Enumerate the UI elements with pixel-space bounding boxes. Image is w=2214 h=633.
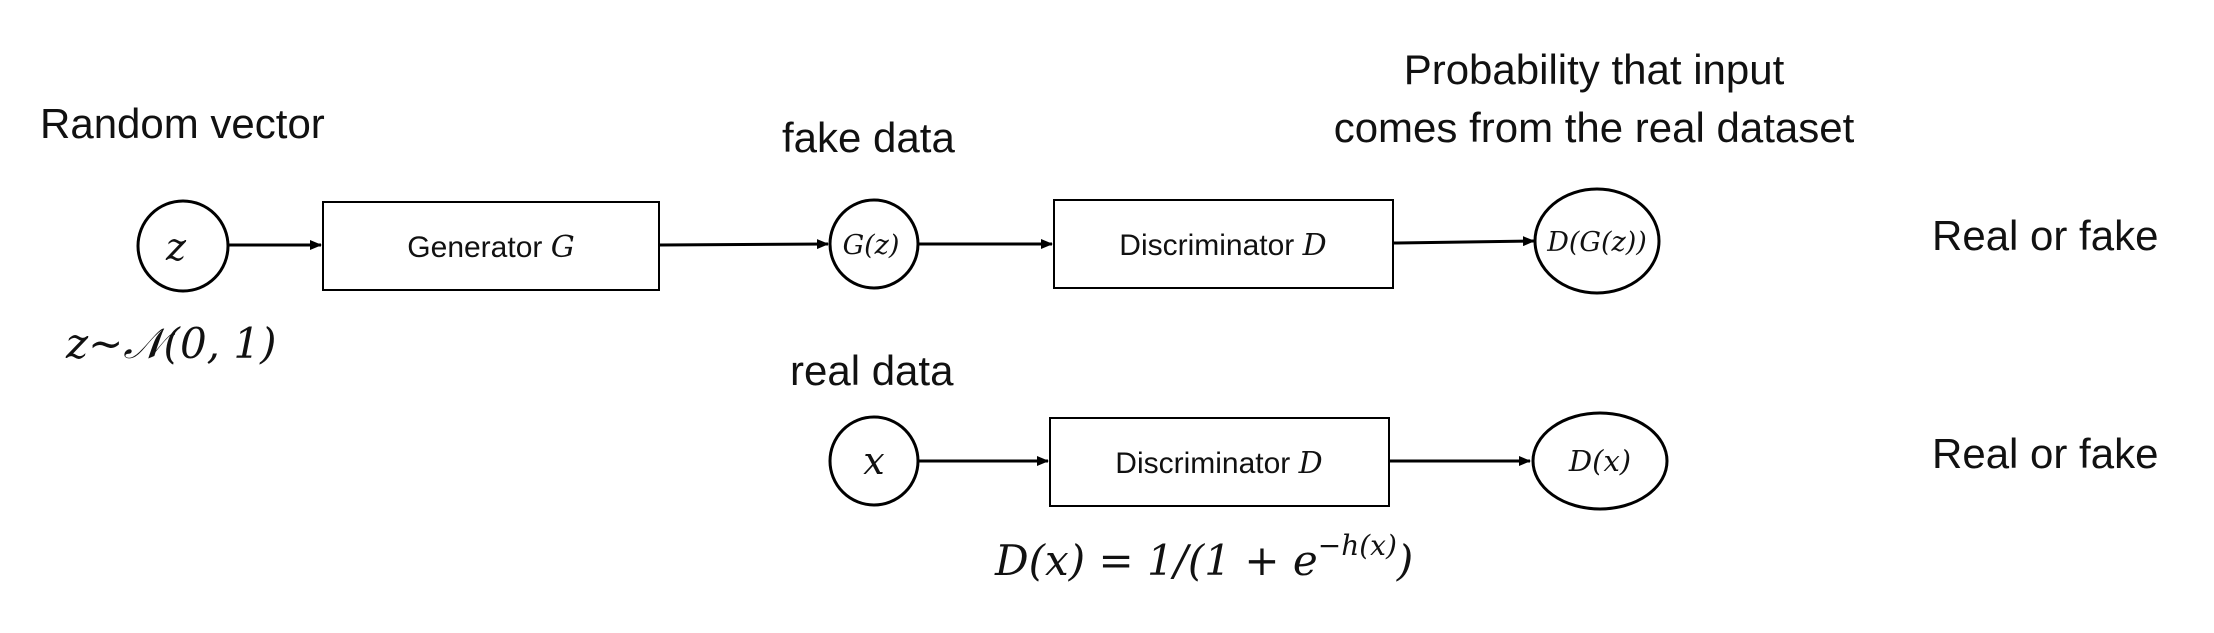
svg-text:Discriminator D: Discriminator D	[1119, 228, 1326, 263]
generator-box-label: Generator	[407, 231, 550, 264]
dgz-node-label: D(G(z))	[1546, 227, 1647, 258]
real-or-fake-label-top: Real or fake	[1932, 212, 2158, 259]
discriminator-top-var: D	[1302, 228, 1327, 263]
real-or-fake-label-bottom: Real or fake	[1932, 430, 2158, 477]
generator-var: G	[551, 230, 575, 265]
discriminator-bottom-label: Discriminator	[1115, 447, 1298, 480]
svg-text:D(x) = 1/(1 + e−h(x)): D(x) = 1/(1 + e−h(x))	[994, 529, 1413, 585]
discriminator-box-top: Discriminator D	[1053, 199, 1394, 289]
discriminator-bottom-var: D	[1298, 446, 1323, 481]
generator-box: Generator G	[322, 201, 660, 291]
arrow-discriminator-to-dgz	[1393, 236, 1535, 247]
z-node: z	[136, 199, 230, 293]
dx-node: D(x)	[1531, 411, 1669, 511]
gz-node-label: G(z)	[843, 230, 900, 261]
x-node: x	[828, 415, 920, 507]
probability-label-line2: comes from the real dataset	[1334, 104, 1855, 151]
dx-node-label: D(x)	[1568, 444, 1631, 478]
random-vector-label: Random vector	[40, 100, 325, 147]
sigmoid-close-paren: )	[1396, 536, 1413, 585]
probability-label-line1: Probability that input	[1404, 46, 1785, 93]
gz-node: G(z)	[828, 198, 920, 290]
real-data-label: real data	[790, 347, 954, 394]
x-node-label: x	[863, 439, 884, 483]
svg-text:Discriminator D: Discriminator D	[1115, 446, 1322, 481]
svg-text:Generator G: Generator G	[407, 230, 574, 265]
dgz-node: D(G(z))	[1533, 187, 1661, 295]
sigmoid-formula: D(x) = 1/(1 + e	[994, 536, 1318, 585]
arrow-generator-to-gz	[659, 239, 829, 250]
discriminator-top-label: Discriminator	[1119, 229, 1302, 262]
fake-data-label: fake data	[782, 114, 955, 161]
z-distribution-formula: z~𝒩(0, 1)	[65, 319, 276, 368]
z-node-label: z	[165, 225, 187, 269]
sigmoid-exponent: −h(x)	[1318, 529, 1397, 562]
discriminator-box-bottom: Discriminator D	[1049, 417, 1390, 507]
